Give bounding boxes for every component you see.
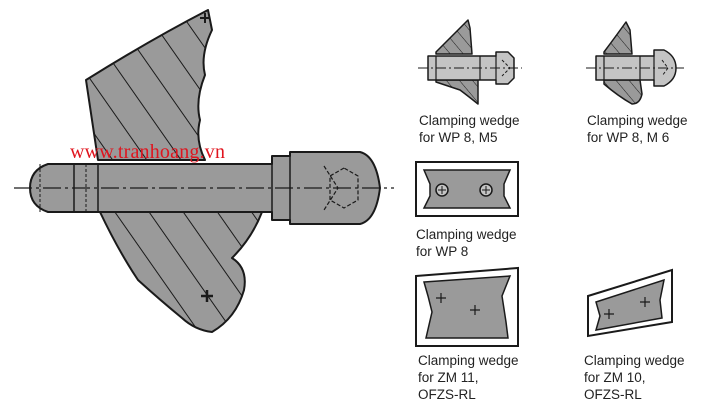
detail-wedge-wp8-m6 (586, 21, 684, 105)
caption-line: Clamping wedge (418, 353, 519, 368)
caption-wedge-zm10: Clamping wedge for ZM 10, OFZS-RL (584, 352, 685, 403)
caption-wedge-wp8-m5: Clamping wedge for WP 8, M5 (419, 112, 520, 146)
caption-line: for ZM 10, (584, 370, 646, 385)
caption-wedge-zm11: Clamping wedge for ZM 11, OFZS-RL (418, 352, 519, 403)
caption-wedge-wp8-m6: Clamping wedge for WP 8, M 6 (587, 112, 688, 146)
detail-wedge-wp8-m5 (418, 19, 522, 105)
cross-mark-top (200, 13, 210, 23)
main-assembly-drawing (14, 9, 394, 333)
caption-line: Clamping wedge (416, 227, 517, 242)
upper-blade (85, 9, 213, 161)
caption-line: OFZS-RL (418, 387, 476, 402)
detail-wedge-zm10 (587, 268, 673, 338)
caption-line: OFZS-RL (584, 387, 642, 402)
detail-wedge-zm11 (415, 266, 519, 347)
caption-line: for WP 8 (416, 244, 469, 259)
detail-wedge-wp8 (415, 161, 519, 217)
hex-socket (329, 167, 359, 209)
caption-line: for WP 8, M 6 (587, 130, 670, 145)
caption-line: Clamping wedge (584, 353, 685, 368)
caption-line: for WP 8, M5 (419, 130, 498, 145)
caption-line: Clamping wedge (419, 113, 520, 128)
caption-line: Clamping wedge (587, 113, 688, 128)
caption-wedge-wp8: Clamping wedge for WP 8 (416, 226, 517, 260)
lower-blade (99, 211, 263, 333)
caption-line: for ZM 11, (418, 370, 479, 385)
watermark: www.tranhoang.vn (70, 141, 226, 163)
cross-mark (201, 290, 213, 302)
